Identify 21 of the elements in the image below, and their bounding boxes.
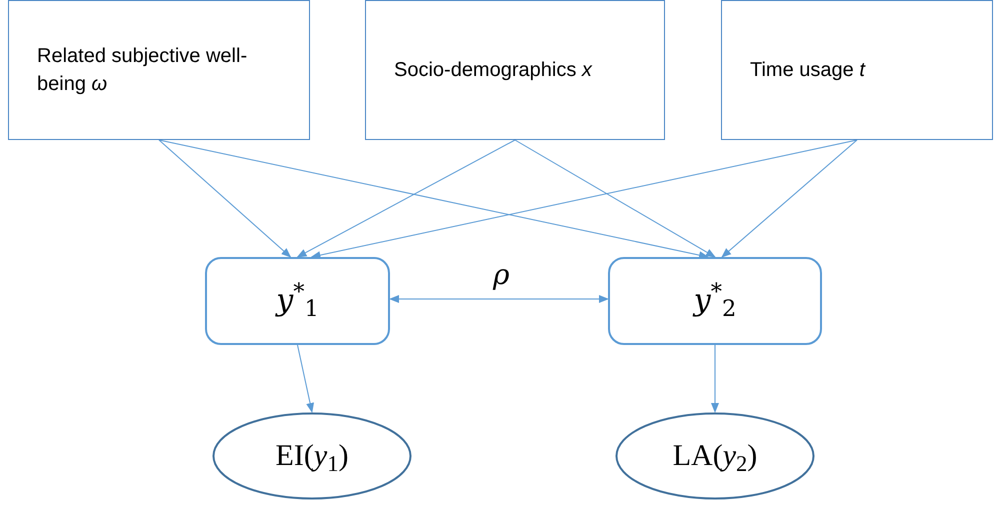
factor-box (365, 0, 665, 140)
arrow (158, 140, 292, 258)
latent-variable-box (205, 257, 390, 345)
outcome-ellipse (212, 412, 412, 500)
arrow (310, 140, 858, 260)
arrow (296, 140, 516, 258)
latent-variable-box (608, 257, 822, 345)
outcome-label: EI(y$_{1}$) (276, 441, 348, 471)
arrow (389, 295, 609, 303)
outcome-ellipse (615, 412, 815, 500)
factor-box (8, 0, 310, 140)
arrow (297, 344, 314, 413)
arrow (711, 344, 719, 413)
arrow (721, 140, 858, 258)
box-text: Socio-demographics x (394, 58, 592, 83)
arrow (158, 140, 709, 260)
arrow (514, 140, 716, 258)
box-text: Time usage t (750, 58, 865, 83)
factor-box (721, 0, 993, 140)
box-text: Related subjective well-being ω (37, 44, 248, 97)
outcome-label: LA(y$_{2}$) (672, 441, 758, 471)
